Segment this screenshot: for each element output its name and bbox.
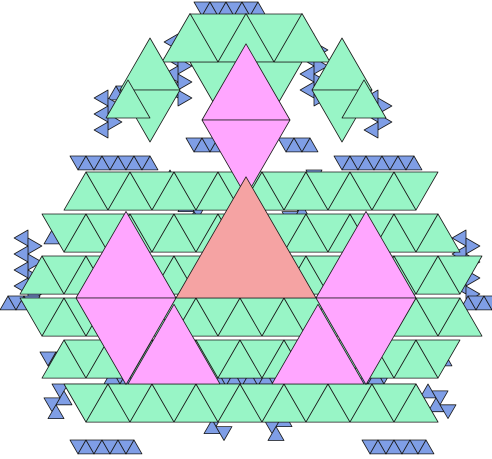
mint-triangle xyxy=(105,79,151,119)
pink-triangle xyxy=(271,303,365,385)
blue-triangle xyxy=(405,155,423,171)
mint-triangle xyxy=(437,297,483,337)
mint-triangle xyxy=(415,339,461,379)
blue-triangle xyxy=(93,105,109,123)
mint-triangle xyxy=(437,255,483,295)
blue-triangle xyxy=(417,439,435,455)
blue-triangle xyxy=(13,245,29,263)
pink-triangle xyxy=(201,119,291,197)
blue-triangle xyxy=(125,439,143,455)
mint-triangle xyxy=(415,213,461,253)
blue-triangle xyxy=(13,261,29,279)
pink-triangle xyxy=(75,297,177,386)
mint-triangle xyxy=(161,13,219,63)
mint-triangle xyxy=(393,171,439,211)
blue-triangle xyxy=(363,121,379,139)
blue-triangle xyxy=(93,89,109,107)
blue-triangle xyxy=(13,229,29,247)
blue-triangle xyxy=(215,426,233,441)
pink-triangle xyxy=(127,303,221,385)
pink-triangle xyxy=(315,297,417,386)
mint-triangle xyxy=(393,383,439,423)
blue-triangle xyxy=(177,89,193,107)
blue-triangle xyxy=(47,404,65,420)
mint-triangle xyxy=(273,13,331,63)
blue-triangle xyxy=(483,295,492,311)
blue-triangle xyxy=(301,137,319,153)
blue-triangle xyxy=(141,155,159,171)
blue-triangle xyxy=(299,65,315,83)
blue-triangle xyxy=(177,73,193,91)
salmon-triangle-layer xyxy=(175,176,317,299)
mint-triangle xyxy=(341,79,387,119)
salmon-triangle xyxy=(175,176,317,299)
blue-triangle xyxy=(439,404,457,420)
blue-triangle xyxy=(93,121,109,139)
blue-triangle xyxy=(465,237,481,255)
blue-triangle xyxy=(267,426,285,441)
pink-triangle-layer xyxy=(75,43,417,386)
blue-triangle xyxy=(27,237,43,255)
